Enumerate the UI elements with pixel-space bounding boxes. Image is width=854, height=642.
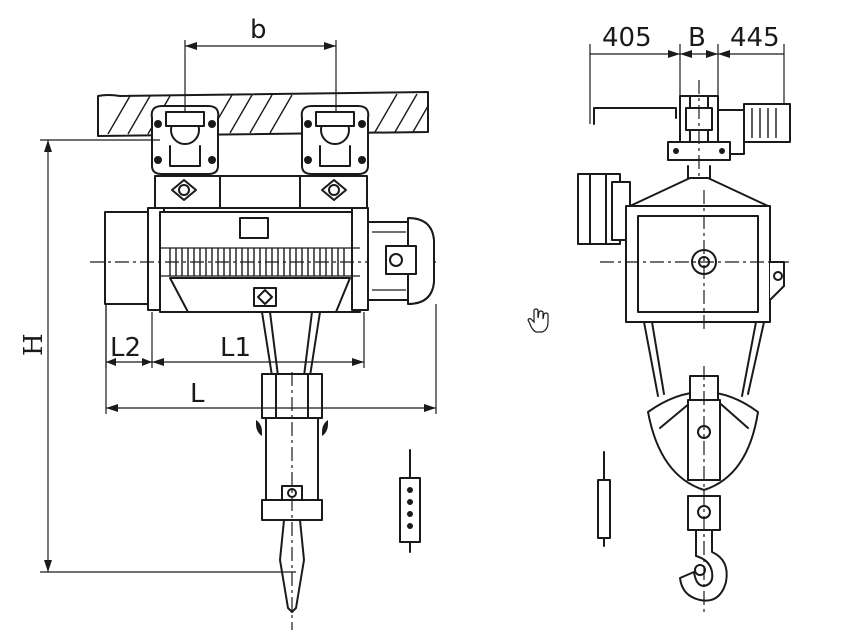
side-housing — [600, 165, 790, 330]
right-trolley-wheel — [300, 105, 370, 175]
front-view: b — [19, 15, 440, 630]
dim-405-label: 405 — [602, 23, 652, 53]
dim-L1-label: L1 — [220, 333, 251, 363]
hoist-drum-body — [90, 207, 440, 313]
dimension-L2: L2 — [105, 304, 152, 368]
dim-L2-label: L2 — [110, 333, 141, 363]
side-view: 405 B 445 — [577, 23, 791, 612]
dim-H-label: H — [19, 333, 49, 356]
side-ropes — [643, 321, 765, 397]
dimension-b: b — [184, 15, 337, 112]
dim-L-label: L — [190, 379, 205, 409]
pendant-control-icon — [399, 449, 421, 553]
side-motor — [577, 173, 631, 245]
hook-block — [256, 372, 328, 630]
side-pendant-control-icon — [597, 451, 611, 547]
dimension-side-widths: 405 B 445 — [589, 23, 785, 124]
dimension-H: H — [19, 139, 296, 573]
wire-ropes — [261, 311, 321, 377]
dim-B-label: B — [688, 23, 706, 53]
dim-445-label: 445 — [730, 23, 780, 53]
dimension-L1: L1 — [151, 312, 365, 368]
trolley-frame — [154, 175, 368, 209]
left-trolley-wheel — [150, 105, 220, 175]
side-hook-block — [647, 366, 759, 612]
dim-b-label: b — [250, 15, 267, 45]
hand-pointer-icon — [527, 308, 549, 333]
i-beam-rail — [97, 91, 429, 137]
hoist-motor — [367, 217, 435, 305]
side-trolley — [593, 80, 791, 180]
